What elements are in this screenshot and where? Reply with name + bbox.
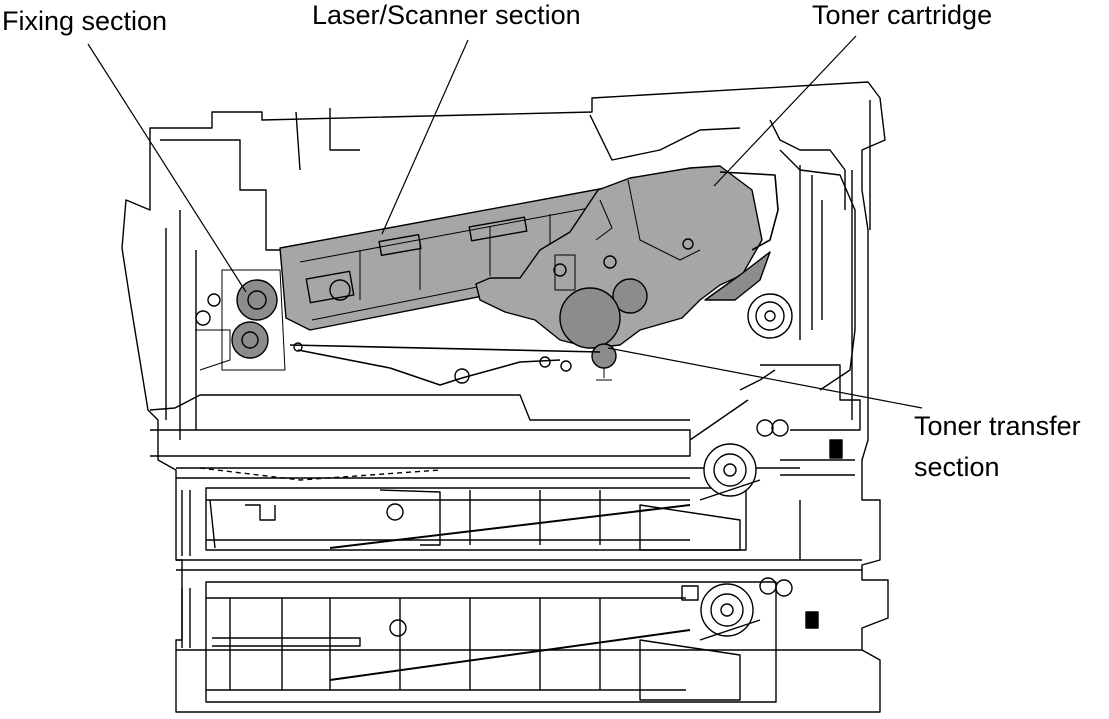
drum-and-transfer-rollers [539,278,648,381]
pickup-feed-rollers [689,293,793,641]
leader-toner-cartridge [713,35,857,187]
leader-fixing [87,43,247,293]
lower-paper-tray [205,581,777,703]
label-laser-scanner-section: Laser/Scanner section [312,0,581,30]
fixing-unit [195,269,286,371]
label-fixing-section: Fixing section [2,6,168,36]
paper-path-lever [149,342,690,481]
printer-chassis [121,81,889,713]
label-toner-transfer-line2: section [914,452,1000,482]
upper-paper-tray [205,487,747,551]
leader-laser [381,39,469,235]
label-toner-cartridge: Toner cartridge [812,0,993,30]
leader-lines [87,35,923,409]
label-toner-transfer-line1: Toner transfer [914,411,1081,441]
leader-toner-transfer [607,347,923,409]
toner-cartridge [475,165,779,349]
right-side-panel [760,149,861,629]
